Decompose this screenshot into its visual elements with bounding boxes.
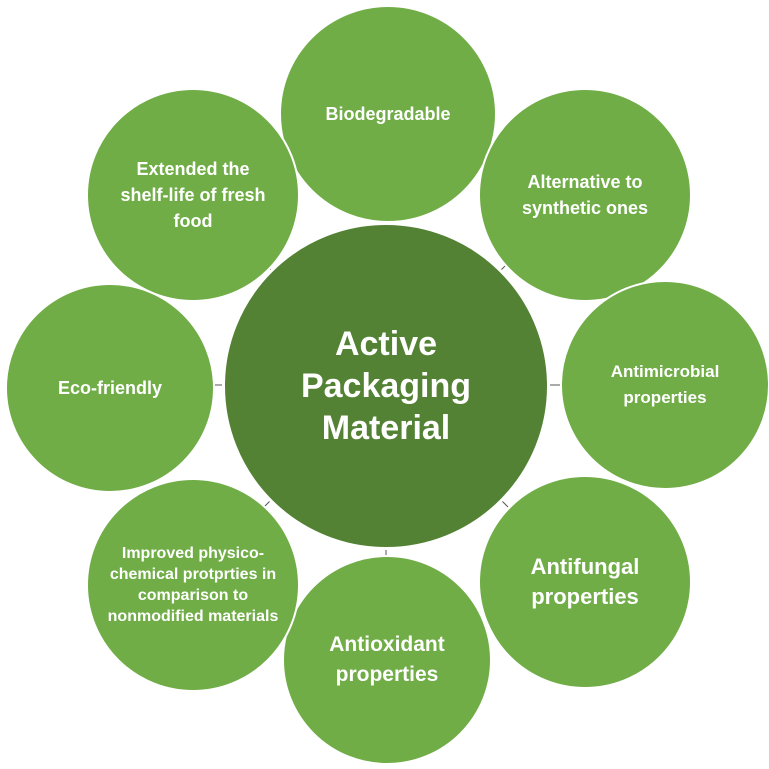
node-biodegradable: Biodegradable: [279, 5, 497, 223]
node-alternative-to-synthetic: Alternative to synthetic ones: [478, 88, 692, 302]
node-extended-shelf-life: Extended the shelf-life of fresh food: [86, 88, 300, 302]
center-node-active-packaging: Active Packaging Material: [222, 222, 550, 550]
node-biodegradable-label: Biodegradable: [325, 104, 451, 124]
center-label: Active Packaging Material: [300, 325, 472, 447]
node-antifungal-label: Antifungal properties: [530, 554, 640, 609]
node-alternative-label: Alternative to synthetic ones: [521, 172, 649, 218]
node-improved-physico-chemical: Improved physico-chemical protprties in …: [86, 478, 300, 692]
node-improved-label: Improved physico-chemical protprties in …: [107, 545, 279, 625]
node-eco-friendly-label: Eco-friendly: [57, 378, 163, 398]
node-eco-friendly: Eco-friendly: [5, 283, 215, 493]
node-antioxidant-label: Antioxidant properties: [329, 633, 445, 686]
node-antifungal-properties: Antifungal properties: [478, 475, 692, 689]
node-antimicrobial-label: Antimicrobial properties: [610, 362, 720, 407]
node-extended-label: Extended the shelf-life of fresh food: [120, 159, 266, 231]
node-antimicrobial-properties: Antimicrobial properties: [560, 280, 769, 490]
node-antioxidant-properties: Antioxidant properties: [282, 555, 492, 765]
